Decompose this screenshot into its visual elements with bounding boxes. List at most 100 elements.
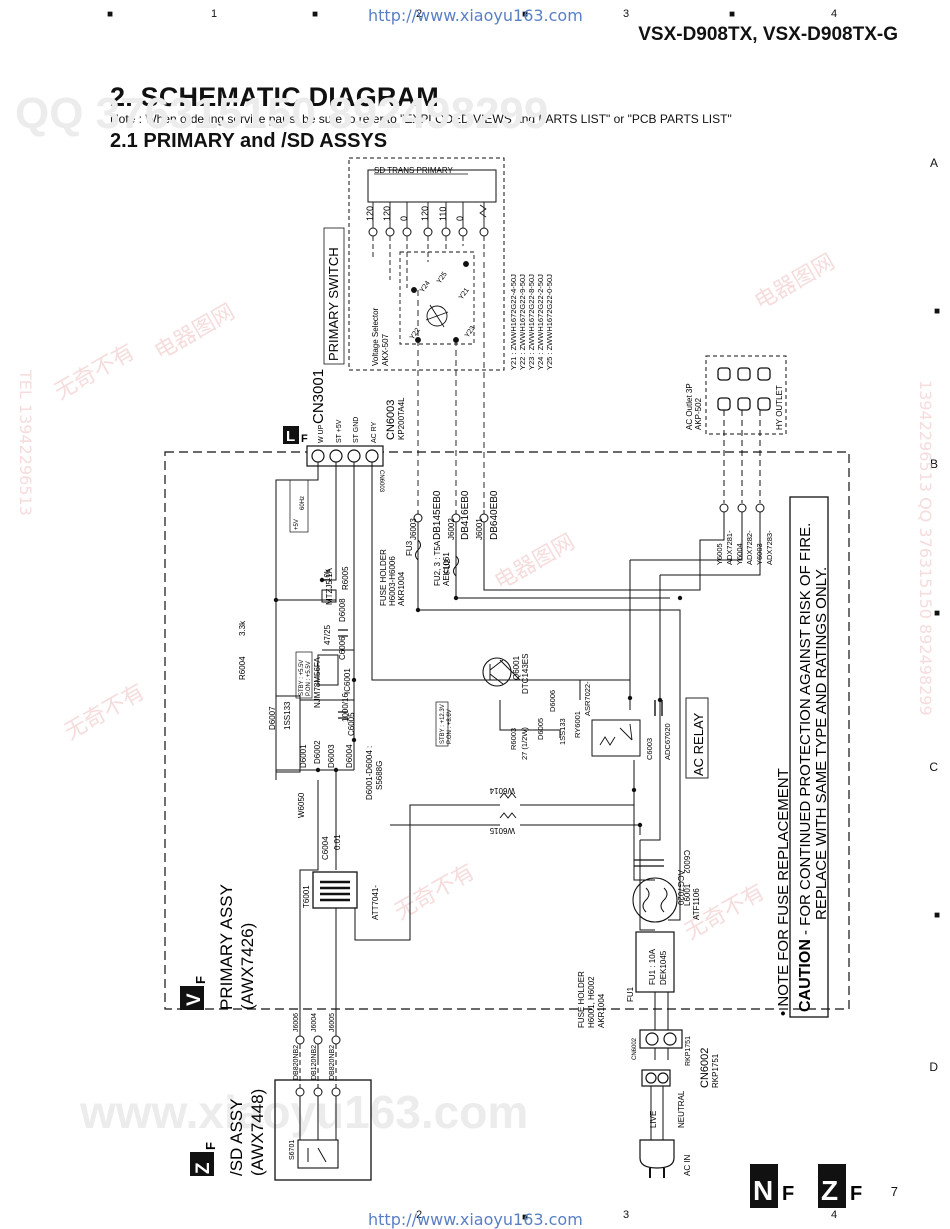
ac-outlet-label: AC Outlet 3P	[685, 383, 694, 430]
d6007-label: D6007	[268, 706, 277, 730]
tap-label-3: 0	[399, 216, 409, 221]
w6050-label: W6050	[297, 792, 306, 818]
primary-assy-label: PRIMARY ASSY	[217, 884, 236, 1010]
d6007-part: 1SS133	[283, 701, 292, 730]
cn6003-pin-wup: W UP	[318, 424, 325, 443]
q6001-label: Q6001	[512, 655, 521, 680]
fu1-rating: FU1 : 10A	[648, 948, 657, 985]
watermark-phone: QQ 376315150 892498299	[15, 89, 548, 138]
stby-box-b: P.ON : +5.5V	[306, 661, 312, 696]
q6001-part: DTC143ES	[521, 654, 530, 694]
sd-j6005: J6005	[329, 1013, 336, 1032]
sd-j6004: J6004	[311, 1013, 318, 1032]
ac-outlet-part: AKP-502	[694, 397, 703, 430]
hy-outlet-sockets	[717, 367, 771, 411]
primary-switch-label: PRIMARY SWITCH	[326, 247, 341, 361]
rkp-side: RKP1751	[685, 1036, 692, 1066]
db-part-labels: DB145EB0 DB416EB0 DB640EB0	[432, 490, 500, 540]
fuse-holder-bot-part: AKR1004	[597, 993, 606, 1028]
tap-label-4: 120	[420, 206, 430, 221]
stby-box-c: STBY : +12.3V	[440, 704, 446, 744]
tap-terminals	[368, 227, 489, 237]
fuse-holder-top-labels: FUSE HOLDER H6003-H6006 AKR1004 FU2, 3 :…	[379, 518, 484, 606]
l-assy-letter-sub: F	[301, 433, 308, 445]
row-letter-c: C	[929, 760, 938, 774]
y-part-2: Y22 : ZWWH1672G22-9-50J	[518, 274, 527, 370]
c6002-part: ACG7020	[676, 870, 685, 906]
d6003-label: D6003	[327, 744, 336, 768]
tap-labels: 120 120 0 120 110 0	[365, 206, 465, 221]
registration-mark-bottom-mid: ■	[522, 1212, 529, 1223]
primary-assy-part: (AWX7426)	[238, 923, 257, 1010]
tap-label-6: 0	[455, 216, 465, 221]
t6001-part: ATT7041-	[371, 885, 380, 920]
badge-n-sub: F	[782, 1183, 794, 1205]
cn6003-pin-acry: AC RY	[371, 421, 378, 443]
fuse-holder-bot-refs: H6001, H6002	[587, 976, 596, 1028]
caution-label: CAUTION	[797, 939, 814, 1012]
cn6003-small: CN6003	[378, 470, 384, 493]
d6002-label: D6002	[313, 740, 322, 764]
fu1-label: FU1	[626, 986, 635, 1002]
url-bottom[interactable]: http://www.xiaoyu163.com	[368, 1210, 583, 1229]
column-number-3-bottom: 3	[623, 1209, 630, 1221]
sd-trans-primary-inner	[367, 169, 497, 203]
r6003-label: R6003	[509, 728, 518, 750]
cn6003-connector	[306, 445, 384, 467]
column-number-2-bottom: 2	[416, 1209, 423, 1221]
svg-text:60Hz: 60Hz	[300, 496, 306, 510]
l6001-label: L6001	[683, 883, 692, 906]
voltage-selector-label: Voltage Selector	[371, 307, 380, 366]
section-subtitle: 2.1 PRIMARY and /SD ASSYS	[110, 130, 388, 152]
s6701-switch	[297, 1139, 339, 1169]
d6004-label: D6004	[345, 744, 354, 768]
primary-assy-letter: V	[184, 993, 205, 1006]
l6001-part: ATF1106	[692, 888, 701, 920]
primary-assy-outline	[164, 451, 850, 1010]
badge-z: Z	[821, 1175, 838, 1206]
c6006-value: 47/25	[323, 624, 332, 645]
fuse-holder-top-part: AKR1004	[397, 571, 406, 606]
c6006-label: C6006	[338, 636, 347, 660]
fu3-label: FU3	[405, 540, 414, 556]
url-top[interactable]: http://www.xiaoyu163.com	[368, 6, 583, 25]
row-letter-d: D	[929, 1060, 938, 1074]
sd-trans-primary-label: SD TRANS PRIMARY	[374, 166, 453, 175]
ac-relay-label: AC RELAY	[691, 712, 706, 776]
primary-assy-letter-sub: F	[193, 976, 208, 984]
t6001-label: T6001	[302, 885, 311, 908]
y-contact-labels: Y24 Y25 Y21 Y22 Y23	[409, 271, 477, 341]
r6005-value: 10k	[323, 568, 332, 582]
c6002-label: C6002	[682, 850, 691, 874]
y-part-3: Y23 : ZWWH1672G22-8-50J	[527, 274, 536, 370]
registration-mark-top-right: ■	[729, 9, 736, 20]
outlet-wire-y6004: Y6004	[735, 543, 744, 565]
y-parts-list: Y21 : ZWWH1672G22-4-50J Y22 : ZWWH1672G2…	[509, 274, 554, 370]
outlet-wire-part-2: ADX7282-	[745, 530, 754, 565]
model-title: VSX-D908TX, VSX-D908TX-G	[638, 24, 898, 45]
cn6002-part: RKP1751	[711, 1053, 720, 1088]
tap-label-1: 120	[365, 206, 375, 221]
stby-box-a: STBY : +5.5V	[299, 660, 305, 696]
fu1-fuse-holder	[635, 931, 675, 993]
cn3001-label: CN3001	[310, 369, 327, 424]
sd-db-2: DB120NB2	[311, 1045, 318, 1080]
j6003-label: J6003	[409, 518, 418, 540]
db145eb0: DB145EB0	[432, 490, 443, 540]
r6004-value: 3.3k	[238, 620, 247, 636]
outlet-wire-part-3: ADX7283-	[765, 530, 774, 565]
y-contact-y21: Y21	[458, 287, 471, 301]
ac-plug	[639, 1139, 675, 1169]
caution-note-title: • NOTE FOR FUSE REPLACEMENT	[775, 768, 792, 1016]
voltage-selector-part: AKX-507	[381, 333, 390, 366]
sd-j6006: J6006	[293, 1013, 300, 1032]
c6003-label: C6003	[645, 738, 654, 760]
fu2-label: FU2	[443, 558, 452, 574]
registration-mark-right-1: ■	[933, 306, 940, 317]
registration-mark-top-left: ■	[107, 9, 114, 20]
sd-assy-label: /SD ASSY	[227, 1099, 246, 1176]
y-part-1: Y21 : ZWWH1672G22-4-50J	[509, 274, 518, 370]
outlet-wire-y6005: Y6005	[715, 543, 724, 565]
caution-box	[789, 496, 829, 1018]
fuse-holder-top: FUSE HOLDER	[379, 549, 388, 606]
